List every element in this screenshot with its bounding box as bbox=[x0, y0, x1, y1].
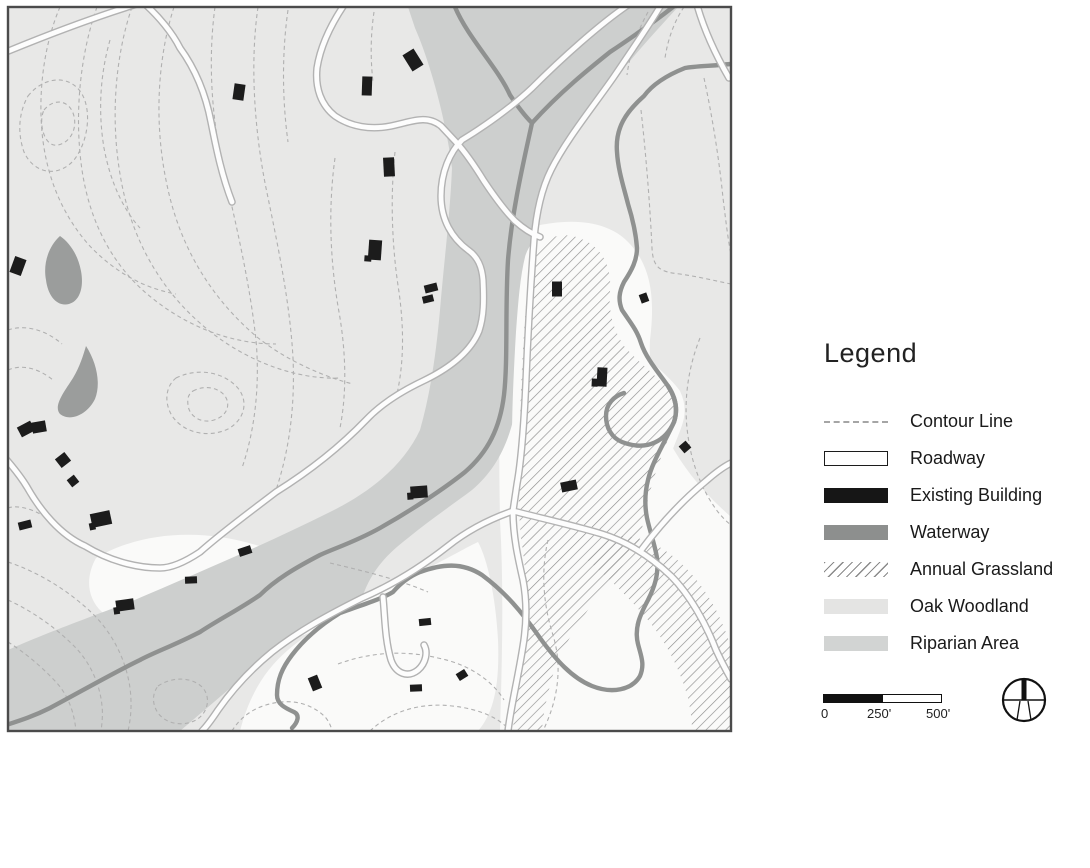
map-canvas bbox=[6, 5, 733, 733]
legend-item-label: Roadway bbox=[910, 448, 986, 468]
waterway-streams bbox=[8, 7, 731, 731]
scale-bar: 0 250' 500' bbox=[821, 694, 983, 722]
north-compass-icon bbox=[999, 675, 1049, 725]
riparian-area-swatch bbox=[824, 636, 888, 651]
legend-item-oak-woodland: Oak Woodland bbox=[824, 588, 1090, 625]
legend-item-label: Oak Woodland bbox=[910, 596, 1029, 616]
legend-item-waterway: Waterway bbox=[824, 514, 1090, 551]
existing-buildings bbox=[9, 48, 692, 692]
roadway-swatch bbox=[824, 451, 888, 466]
scale-bar-white-segment bbox=[882, 694, 942, 703]
legend-item-existing-building: Existing Building bbox=[824, 477, 1090, 514]
scale-label-500: 500' bbox=[926, 706, 951, 721]
legend-item-label: Annual Grassland bbox=[910, 559, 1054, 579]
legend-item-contour-line: Contour Line bbox=[824, 403, 1090, 440]
roadway-fill bbox=[8, 7, 731, 731]
annual-grassland-area bbox=[505, 227, 731, 731]
oak-woodland-swatch bbox=[824, 599, 888, 614]
scale-label-250: 250' bbox=[867, 706, 892, 721]
legend-item-label: Existing Building bbox=[910, 485, 1043, 505]
scale-bar-black-segment bbox=[823, 694, 883, 703]
contour-lines bbox=[8, 7, 731, 731]
legend-title: Legend bbox=[824, 338, 918, 368]
waterway-swatch bbox=[824, 525, 888, 540]
legend-item-label: Riparian Area bbox=[910, 633, 1020, 653]
riparian-area bbox=[8, 7, 678, 731]
existing-building-swatch bbox=[824, 488, 888, 503]
ponds bbox=[45, 236, 98, 418]
legend-item-label: Contour Line bbox=[910, 411, 1014, 431]
scale-label-0: 0 bbox=[821, 706, 829, 721]
legend-item-riparian-area: Riparian Area bbox=[824, 625, 1090, 662]
legend-item-label: Waterway bbox=[910, 522, 990, 542]
legend-item-roadway: Roadway bbox=[824, 440, 1090, 477]
contour-line-swatch bbox=[824, 420, 888, 423]
legend-item-annual-grassland: Annual Grassland bbox=[824, 551, 1090, 588]
site-map bbox=[6, 5, 733, 733]
annual-grassland-swatch bbox=[824, 562, 888, 577]
legend: Legend Contour Line Roadway Existing Bui… bbox=[824, 338, 1090, 662]
map-frame bbox=[6, 5, 733, 733]
